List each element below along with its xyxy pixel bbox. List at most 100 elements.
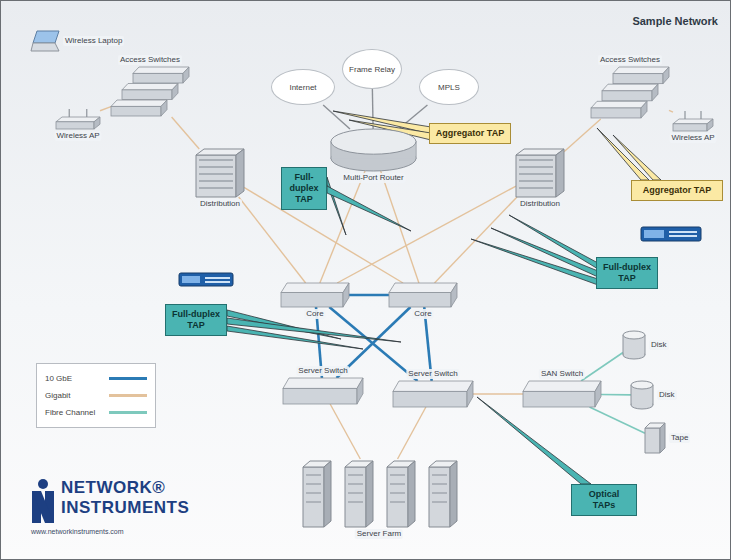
device-label: Access Switches — [118, 55, 182, 65]
laptop-icon — [31, 31, 59, 51]
device-node: Server Switch — [393, 381, 473, 407]
sw-icon — [523, 381, 601, 407]
network-link — [601, 394, 631, 396]
tap-pointer — [227, 326, 363, 349]
tap-callout-box: Full-duplex TAP — [165, 304, 227, 336]
device-label: Server Farm — [355, 529, 403, 539]
diagram-title: Sample Network — [632, 15, 718, 27]
device-label: Tape — [669, 433, 690, 443]
device-node: Tape — [645, 423, 665, 453]
device-node: Access Switches — [111, 67, 189, 117]
tap-pointer — [597, 128, 649, 180]
network-link — [473, 393, 523, 394]
ap-icon — [56, 109, 100, 129]
device-label: Distribution — [518, 199, 562, 209]
rack-icon — [196, 149, 244, 197]
sw-icon — [393, 381, 473, 407]
tap-appliance — [641, 227, 701, 241]
tap-pointer — [327, 177, 346, 235]
device-label: Access Switches — [598, 55, 662, 65]
legend-swatch — [109, 394, 147, 397]
network-link — [100, 107, 111, 111]
device-node: Server Farm — [293, 459, 465, 527]
cloud-label: MPLS — [438, 83, 460, 92]
company-logo-mark — [32, 479, 54, 523]
sw-icon — [281, 283, 349, 307]
legend-text: Fibre Channel — [45, 408, 95, 417]
network-link — [435, 197, 517, 283]
device-node: Disk — [631, 381, 653, 409]
legend-swatch — [109, 377, 147, 380]
router-icon — [331, 129, 416, 171]
network-link — [337, 186, 516, 283]
device-node: Disk — [623, 331, 645, 359]
legend-text: 10 GbE — [45, 374, 72, 383]
network-link — [581, 352, 623, 381]
legend-text: Gigabit — [45, 391, 70, 400]
device-label: Server Switch — [296, 366, 349, 376]
device-label: Wireless AP — [669, 133, 716, 143]
legend-swatch — [109, 411, 147, 414]
legend-row: 10 GbE — [45, 370, 147, 387]
device-node: Wireless Laptop — [31, 31, 59, 51]
network-link — [330, 404, 360, 459]
cloud-label: Frame Relay — [349, 65, 395, 74]
stack-icon — [591, 67, 669, 119]
tap-callout-box: Aggregator TAP — [631, 180, 723, 201]
tap-callout-box: Full-duplex TAP — [281, 167, 327, 210]
network-link — [589, 407, 645, 433]
device-label: Core — [412, 309, 433, 319]
network-link — [349, 294, 389, 297]
network-cloud: Internet — [271, 69, 335, 105]
cloud-label: Internet — [289, 83, 316, 92]
tap-pointer — [491, 228, 598, 277]
disk-icon — [631, 381, 653, 409]
legend-box: 10 GbE GigabitFibre Channel — [36, 363, 156, 428]
tap-label: Aggregator TAP — [637, 185, 717, 196]
device-label: Disk — [649, 340, 669, 350]
ap-icon — [673, 111, 713, 131]
device-node: Distribution — [196, 149, 244, 197]
disk-icon — [623, 331, 645, 359]
tap-pointer — [471, 239, 598, 285]
device-label: Multi-Port Router — [341, 173, 405, 183]
device-label: SAN Switch — [539, 369, 585, 379]
website-url: www.networkinstruments.com — [31, 528, 124, 536]
network-link — [669, 110, 673, 112]
network-cloud: MPLS — [419, 69, 479, 105]
stack-icon — [111, 67, 189, 117]
network-link — [172, 117, 200, 149]
legend-row: Fibre Channel — [45, 404, 147, 421]
tape-icon — [645, 423, 665, 453]
device-node: Multi-Port Router — [331, 129, 416, 171]
network-link — [372, 89, 374, 129]
tap-label: Optical TAPs — [577, 489, 631, 511]
device-label: Wireless Laptop — [63, 36, 124, 46]
device-node: Core — [281, 283, 349, 307]
tap-label: Full-duplex TAP — [602, 262, 652, 284]
sw-icon — [389, 283, 457, 307]
tap-pointer — [477, 397, 591, 484]
network-link — [381, 171, 419, 283]
tap-callout-box: Aggregator TAP — [429, 123, 511, 144]
tap-callout-box: Optical TAPs — [571, 484, 637, 516]
tap-pointer — [613, 135, 661, 180]
sw-icon — [283, 378, 363, 404]
device-node: Wireless AP — [673, 111, 713, 131]
network-link — [398, 407, 426, 459]
tap-label: Full-duplex TAP — [171, 309, 221, 331]
device-node: Core — [389, 283, 457, 307]
device-node: SAN Switch — [523, 381, 601, 407]
device-node: Access Switches — [591, 67, 669, 119]
logo-text: INSTRUMENTS — [61, 499, 189, 518]
farm-icon — [293, 459, 465, 527]
device-label: Server Switch — [406, 369, 459, 379]
network-cloud: Frame Relay — [342, 49, 402, 89]
device-label: Core — [304, 309, 325, 319]
tap-callout-box: Full-duplex TAP — [596, 257, 658, 289]
device-label: Distribution — [198, 199, 242, 209]
tap-pointer — [327, 186, 411, 231]
logo-text: NETWORK® — [61, 479, 165, 498]
device-node: Server Switch — [283, 378, 363, 404]
